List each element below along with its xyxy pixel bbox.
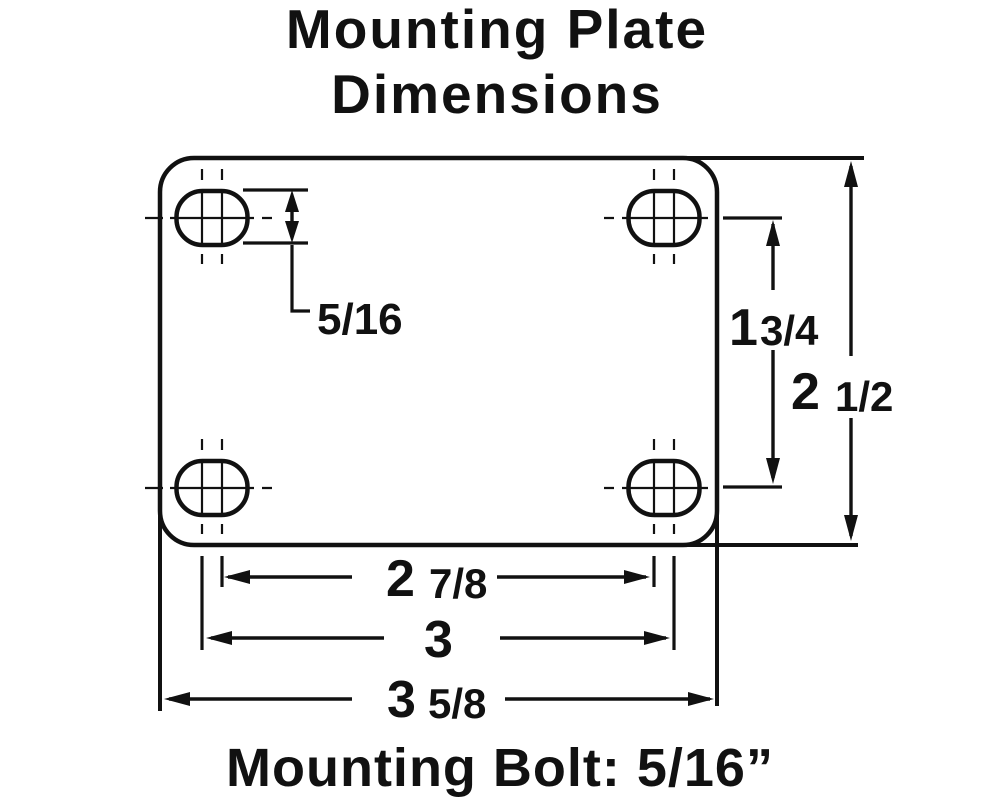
bolt-slot-top-right bbox=[604, 169, 708, 264]
edge-extension-lines bbox=[158, 156, 864, 711]
bolt-slot-top-left bbox=[145, 169, 272, 264]
leader-line bbox=[290, 245, 310, 313]
dimension-horizontal-slot-spacing: 3 bbox=[206, 611, 670, 669]
arrowhead-right bbox=[624, 570, 650, 584]
plate-outline bbox=[157, 155, 720, 548]
slot-centerlines bbox=[145, 169, 272, 264]
slot-centerlines bbox=[145, 439, 272, 534]
arrowhead-down bbox=[766, 458, 780, 484]
mounting-bolt-note: Mounting Bolt: 5/16” bbox=[226, 738, 774, 798]
page-title: Mounting Plate Dimensions bbox=[0, 0, 994, 127]
dimension-vertical-hole-spacing: 1 3/4 bbox=[729, 220, 819, 484]
extension-lines-right bbox=[723, 216, 782, 489]
slot-centerlines bbox=[604, 169, 708, 264]
dimension-fraction: 7/8 bbox=[429, 560, 487, 607]
dimension-horizontal-hole-spacing: 2 7/8 bbox=[224, 550, 650, 608]
extension-lines-bottom bbox=[200, 556, 676, 650]
arrowhead-left bbox=[224, 570, 250, 584]
dimension-whole: 3 bbox=[424, 611, 453, 669]
bolt-slot-bottom-right bbox=[604, 439, 708, 534]
arrowhead-right bbox=[688, 692, 714, 706]
dimension-whole: 2 bbox=[386, 550, 415, 608]
arrowhead-up bbox=[285, 190, 299, 212]
title-line-2: Dimensions bbox=[331, 63, 663, 125]
dimension-whole: 2 bbox=[791, 363, 820, 421]
arrowhead-up bbox=[766, 220, 780, 246]
dimension-fraction: 1/2 bbox=[835, 373, 893, 420]
dimension-slot-size: 5/16 bbox=[243, 188, 403, 344]
arrowhead-right bbox=[644, 631, 670, 645]
arrowhead-left bbox=[206, 631, 232, 645]
dimension-whole: 1 bbox=[729, 299, 758, 357]
arrowhead-down bbox=[285, 221, 299, 243]
arrowhead-down bbox=[844, 515, 858, 541]
extension-line bbox=[243, 188, 308, 245]
dimension-whole: 3 bbox=[387, 671, 416, 729]
dimension-fraction: 3/4 bbox=[760, 307, 819, 354]
arrowhead-left bbox=[164, 692, 190, 706]
arrowhead-up bbox=[844, 161, 858, 187]
dimension-plate-width: 3 5/8 bbox=[164, 671, 714, 729]
slot-size-label: 5/16 bbox=[317, 295, 403, 344]
bolt-slot-bottom-left bbox=[145, 439, 272, 534]
dimension-fraction: 5/8 bbox=[428, 680, 486, 727]
slot-centerlines bbox=[604, 439, 708, 534]
title-line-1: Mounting Plate bbox=[285, 0, 709, 60]
dimension-plate-height: 2 1/2 bbox=[791, 161, 893, 541]
plate-body bbox=[157, 155, 720, 548]
